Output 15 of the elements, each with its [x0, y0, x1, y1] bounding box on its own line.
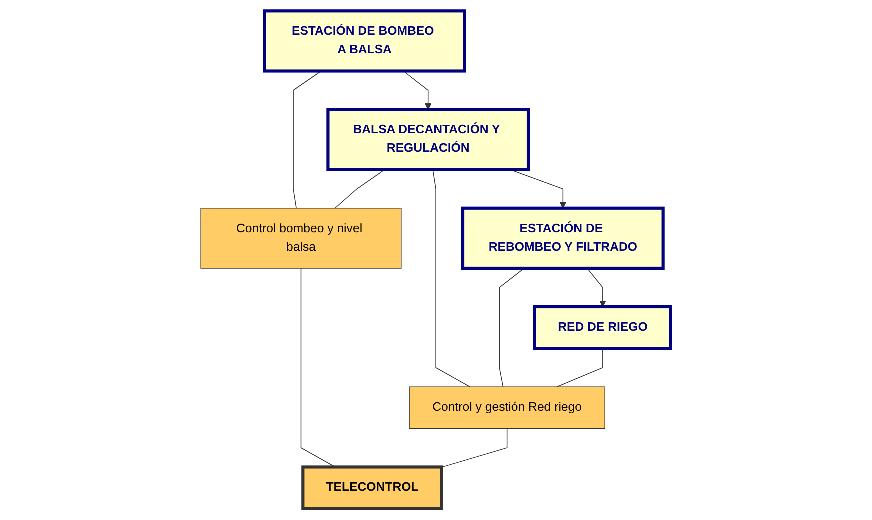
node-box: ESTACIÓN DE REBOMBEO Y FILTRADO: [461, 206, 665, 270]
arrow: [403, 70, 432, 110]
connector: [441, 428, 508, 468]
node-box: Control bombeo y nivel balsa: [200, 208, 402, 269]
node-box: ESTACIÓN DE BOMBEO A BALSA: [263, 10, 466, 73]
node-box: TELECONTROL: [302, 466, 444, 510]
node-box: Control y gestión Red riego: [409, 386, 606, 430]
node-box: BALSA DECANTACIÓN Y REGULACIÓN: [326, 108, 530, 172]
connector: [334, 169, 386, 209]
node-box: RED DE RIEGO: [533, 305, 672, 350]
connector: [556, 348, 604, 388]
connector: [293, 70, 322, 209]
connector: [499, 268, 525, 388]
arrow: [587, 268, 606, 308]
connector: [432, 169, 471, 388]
